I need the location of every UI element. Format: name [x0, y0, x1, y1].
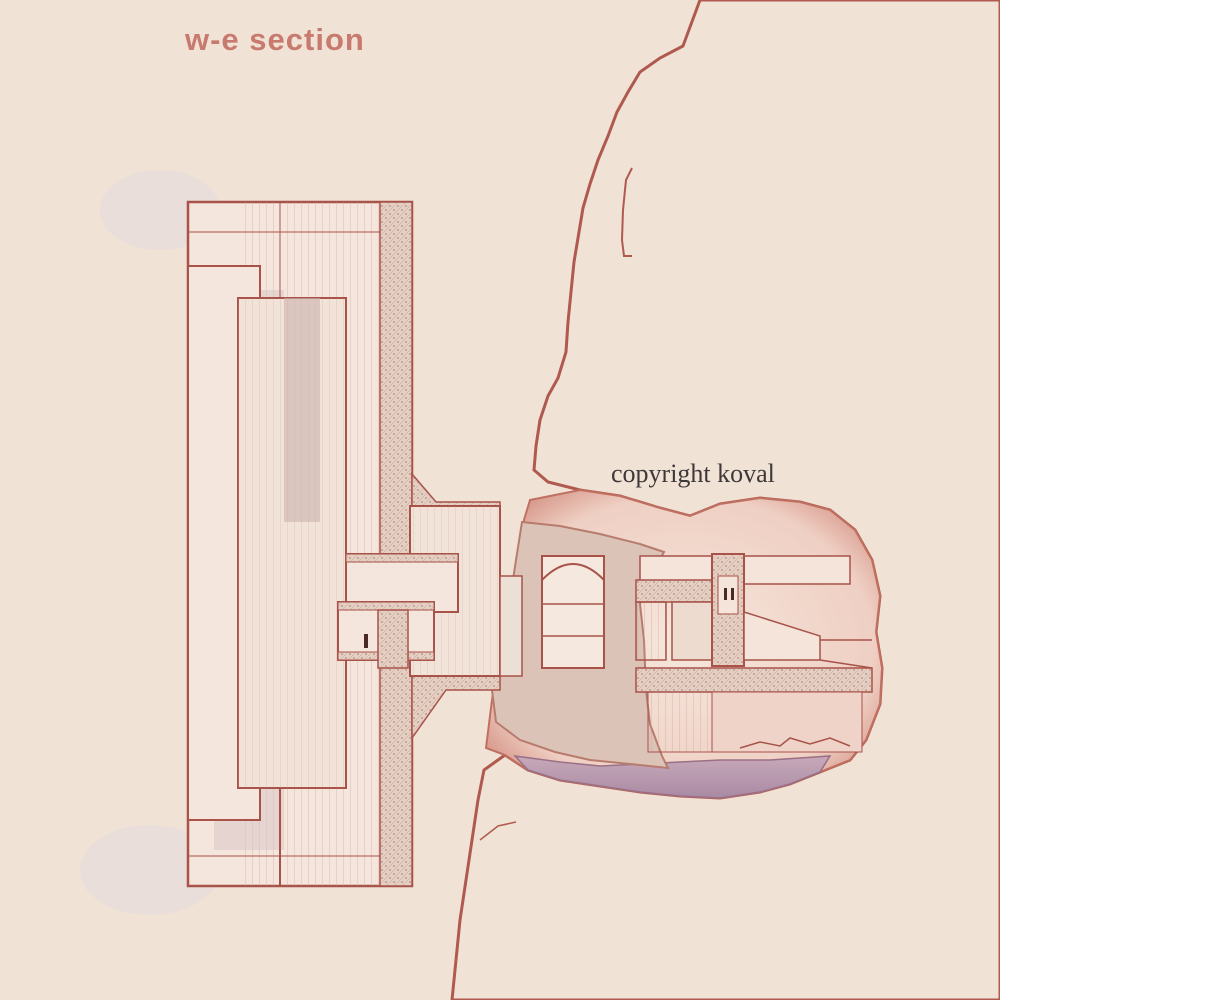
structural-wall [379, 201, 413, 887]
rock-crack [620, 167, 633, 257]
drawing-sheet: w-e section copyright koval [0, 0, 1000, 1000]
floor-slab [635, 667, 873, 693]
paper-shadow [80, 825, 220, 915]
copyright-watermark: copyright koval [611, 459, 775, 488]
drawing-title: w-e section [185, 22, 365, 57]
cave-structure [635, 553, 873, 753]
rock-crack [479, 821, 517, 841]
bridge-wing [337, 471, 523, 741]
main-building [186, 200, 414, 888]
window-arch [541, 563, 605, 581]
section-drawing [80, 0, 1000, 1000]
